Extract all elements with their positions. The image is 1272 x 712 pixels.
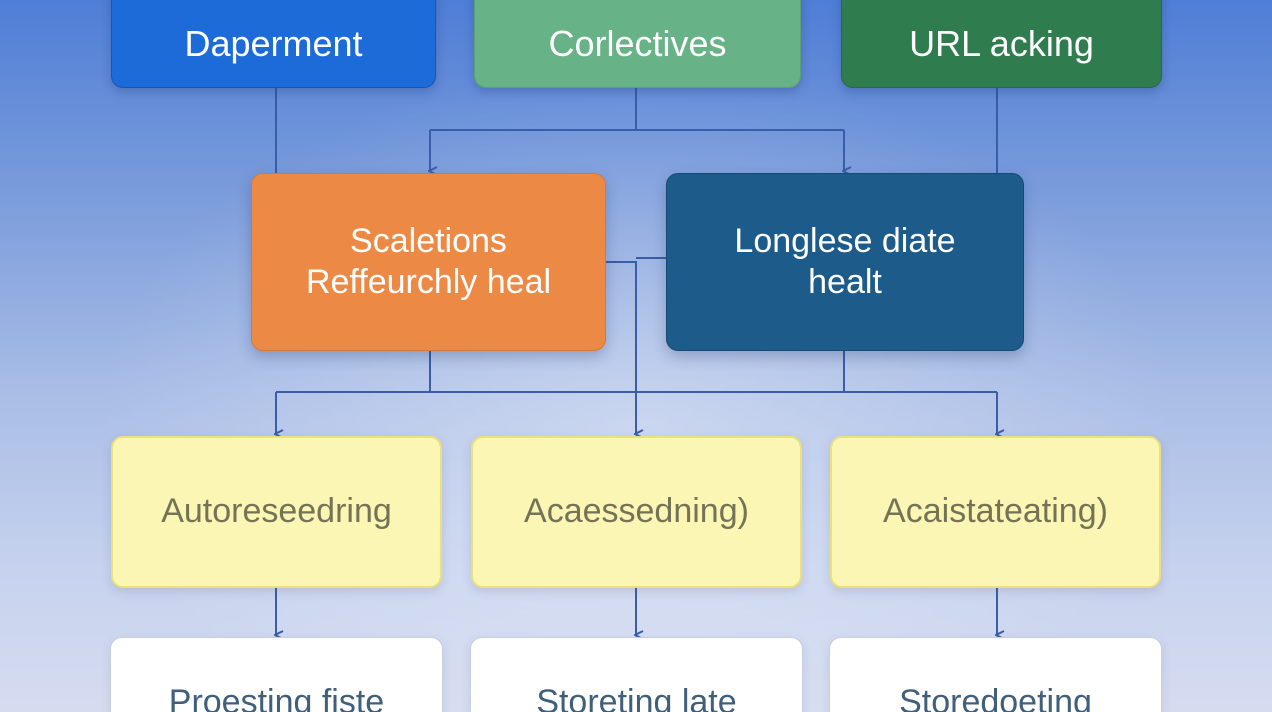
node-acaessedning-label: Acaessedning) [524,492,749,531]
node-acaistateating-label: Acaistateating) [883,492,1108,531]
node-url-acking-label: URL acking [909,23,1094,65]
node-scaletions-line2: Reffeurchly heal [305,263,552,301]
node-proesting-fiste-label: Proesting fiste [168,683,385,712]
node-scaletions-text: Scaletions Reffeurchly heal [306,221,551,304]
node-autoreseedring-label: Autoreseedring [161,492,392,531]
node-storedoeting-label: Storedoeting [899,683,1092,712]
node-autoreseedring: Autoreseedring [111,436,442,588]
node-longlese-line1: Longlese diate [734,221,956,260]
node-storeting-late: Storeting late [470,637,803,712]
node-corlectives: Corlectives [474,0,801,88]
connector-middle-link [606,261,636,434]
node-scaletions: Scaletions Reffeurchly heal [251,173,606,351]
node-longlese-text: Longlese diate healt [734,221,955,304]
node-acaistateating: Acaistateating) [830,436,1161,588]
node-storedoeting: Storedoeting [829,637,1162,712]
node-acaessedning: Acaessedning) [471,436,802,588]
node-daperment: Daperment [111,0,436,88]
node-storeting-late-label: Storeting late [536,683,737,712]
node-scaletions-line1: Scaletions [350,221,507,260]
node-daperment-label: Daperment [184,23,363,65]
node-corlectives-label: Corlectives [548,23,727,65]
node-longlese-line2: healt [808,263,882,301]
node-proesting-fiste: Proesting fiste [110,637,443,712]
node-longlese: Longlese diate healt [666,173,1024,351]
node-url-acking: URL acking [841,0,1162,88]
